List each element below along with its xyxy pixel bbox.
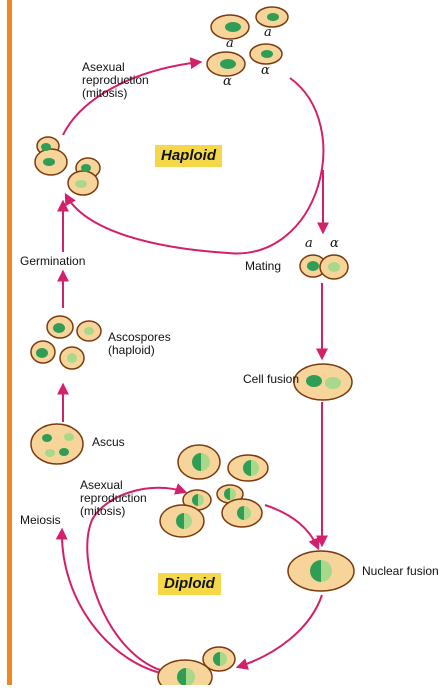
diploid-budding-cells [159,484,263,538]
arrow-nuclear-fusion-to-diploid [235,594,323,670]
germination-label: Germination [20,254,86,268]
haploid-cell-alpha-1 [206,51,246,77]
arrow-diploid-to-meiosis [55,527,171,676]
mating-type-alpha-label: α [223,74,232,89]
mating-alpha-symbol: α [330,236,339,251]
cell-fusion-label: Cell fusion [243,372,300,386]
cell-fusion-cell [293,363,353,401]
arrow-cells-to-nuclear-fusion [264,504,320,551]
mating-type-a-label: a [226,36,234,51]
haploid-budding-cells [34,136,101,196]
diploid-bottom-cells [157,646,236,690]
mating-a-symbol: a [305,236,313,251]
side-bar [7,0,12,685]
diploid-cell-2 [227,454,269,482]
asexual-reproduction-diploid-label: Asexual reproduction (mitosis) [80,478,147,518]
nuclear-fusion-label: Nuclear fusion [362,564,439,578]
mating-type-alpha-label-2: α [261,63,270,78]
arrow-asexual-haploid-loop [64,77,325,255]
asexual-reproduction-haploid-label: Asexual reproduction (mitosis) [82,60,149,100]
haploid-phase-label: Haploid [155,145,222,167]
ascus-cell [30,423,84,465]
nuclear-fusion-cell [287,550,355,592]
arrow-to-haploid-cells [62,57,203,136]
arrow-asexual-diploid-loop [86,483,188,671]
ascospores-cells [30,315,102,370]
meiosis-label: Meiosis [20,513,61,527]
mating-cells [299,254,349,280]
diploid-phase-label: Diploid [158,573,221,595]
haploid-cell-alpha-2 [249,43,283,65]
cycle-arrows [55,57,329,676]
haploid-cell-a-2 [255,6,289,28]
ascus-label: Ascus [92,435,125,449]
haploid-cell-a-1 [210,14,250,40]
ascospores-label: Ascospores (haploid) [108,330,171,357]
mating-label: Mating [245,259,282,273]
diploid-cell-1 [177,444,221,480]
mating-type-a-label-2: a [264,25,272,40]
